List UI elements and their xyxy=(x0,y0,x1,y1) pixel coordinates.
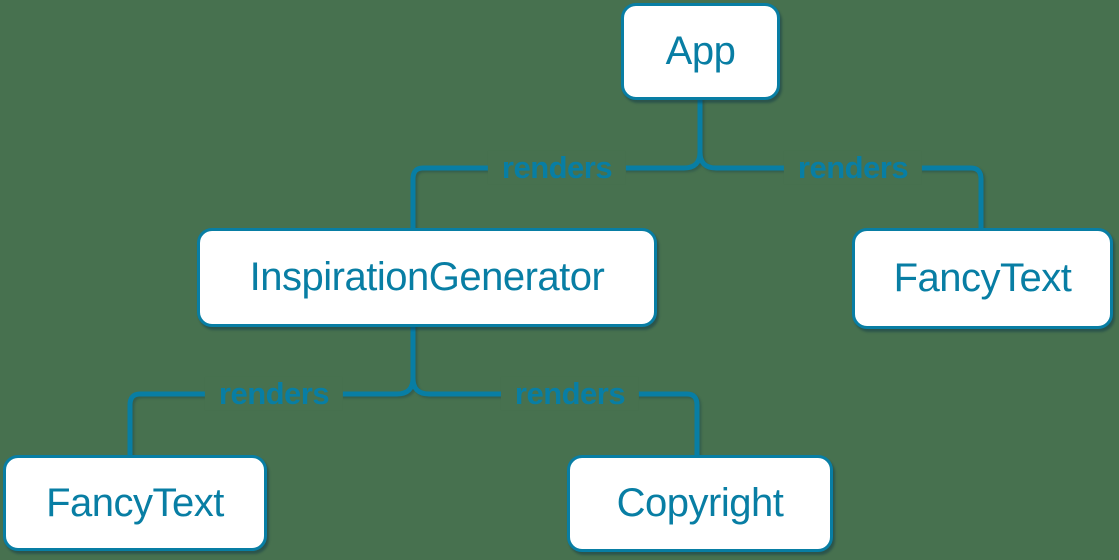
edge-label-inspirationgenerator-fancytext: renders xyxy=(204,376,344,412)
node-copyright-label: Copyright xyxy=(616,481,784,525)
node-fancy-text-top: FancyText xyxy=(852,228,1113,329)
edge-label-app-fancytext: renders xyxy=(783,150,923,186)
node-app: App xyxy=(621,3,780,100)
node-inspiration-generator-label: InspirationGenerator xyxy=(249,255,605,299)
edge-label-inspirationgenerator-copyright: renders xyxy=(500,376,640,412)
node-copyright: Copyright xyxy=(567,455,833,552)
edge-label-app-inspirationgenerator: renders xyxy=(487,150,627,186)
node-fancy-text-top-label: FancyText xyxy=(893,256,1072,300)
node-fancy-text-bottom: FancyText xyxy=(3,455,267,551)
node-app-label: App xyxy=(665,29,736,73)
node-fancy-text-bottom-label: FancyText xyxy=(46,480,224,525)
node-inspiration-generator: InspirationGenerator xyxy=(197,228,657,327)
